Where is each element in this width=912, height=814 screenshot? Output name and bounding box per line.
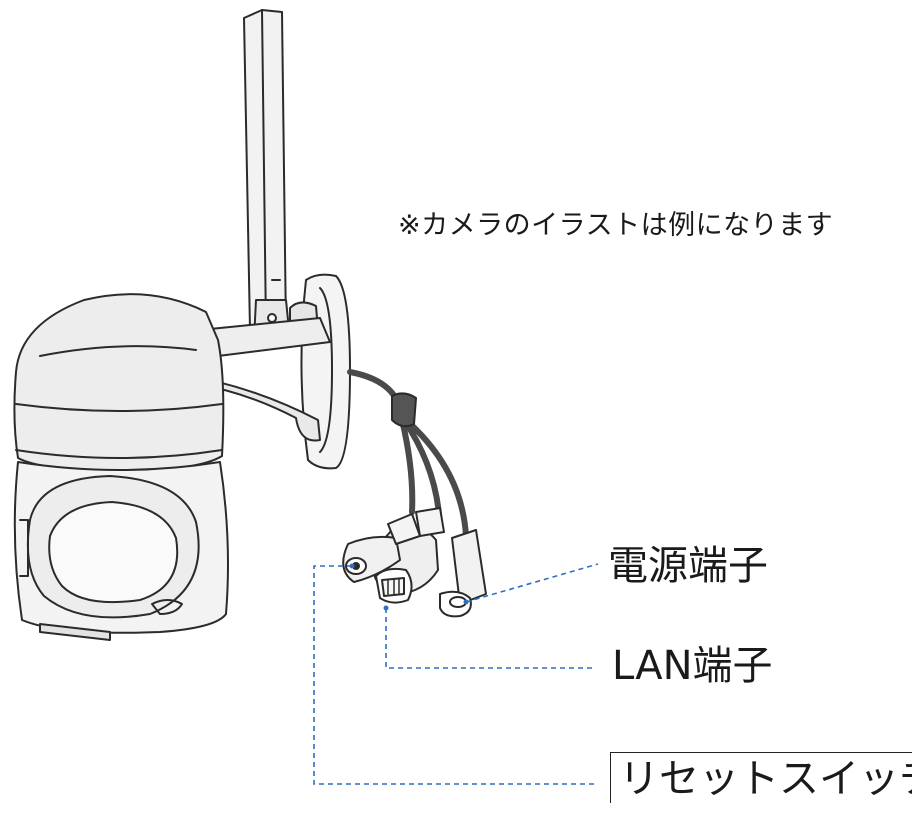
- reset-switch-label: リセットスイッチ: [610, 752, 912, 803]
- lan-port-label: LAN端子: [612, 643, 773, 689]
- leader-lines: [313, 563, 599, 785]
- camera-dome: [13, 461, 229, 641]
- reset-leader-line: [313, 565, 598, 785]
- power-connector: [439, 529, 487, 618]
- antenna: [243, 9, 291, 341]
- power-port-label: 電源端子: [608, 543, 768, 589]
- cable-junction: [391, 392, 417, 428]
- illustration-note: ※カメラのイラストは例になります: [398, 210, 834, 241]
- power-leader-line: [465, 563, 599, 603]
- camera-head: [13, 293, 225, 473]
- wall-mount: [195, 273, 351, 470]
- leader-dots: [349, 563, 469, 611]
- lan-leader-line: [385, 608, 596, 669]
